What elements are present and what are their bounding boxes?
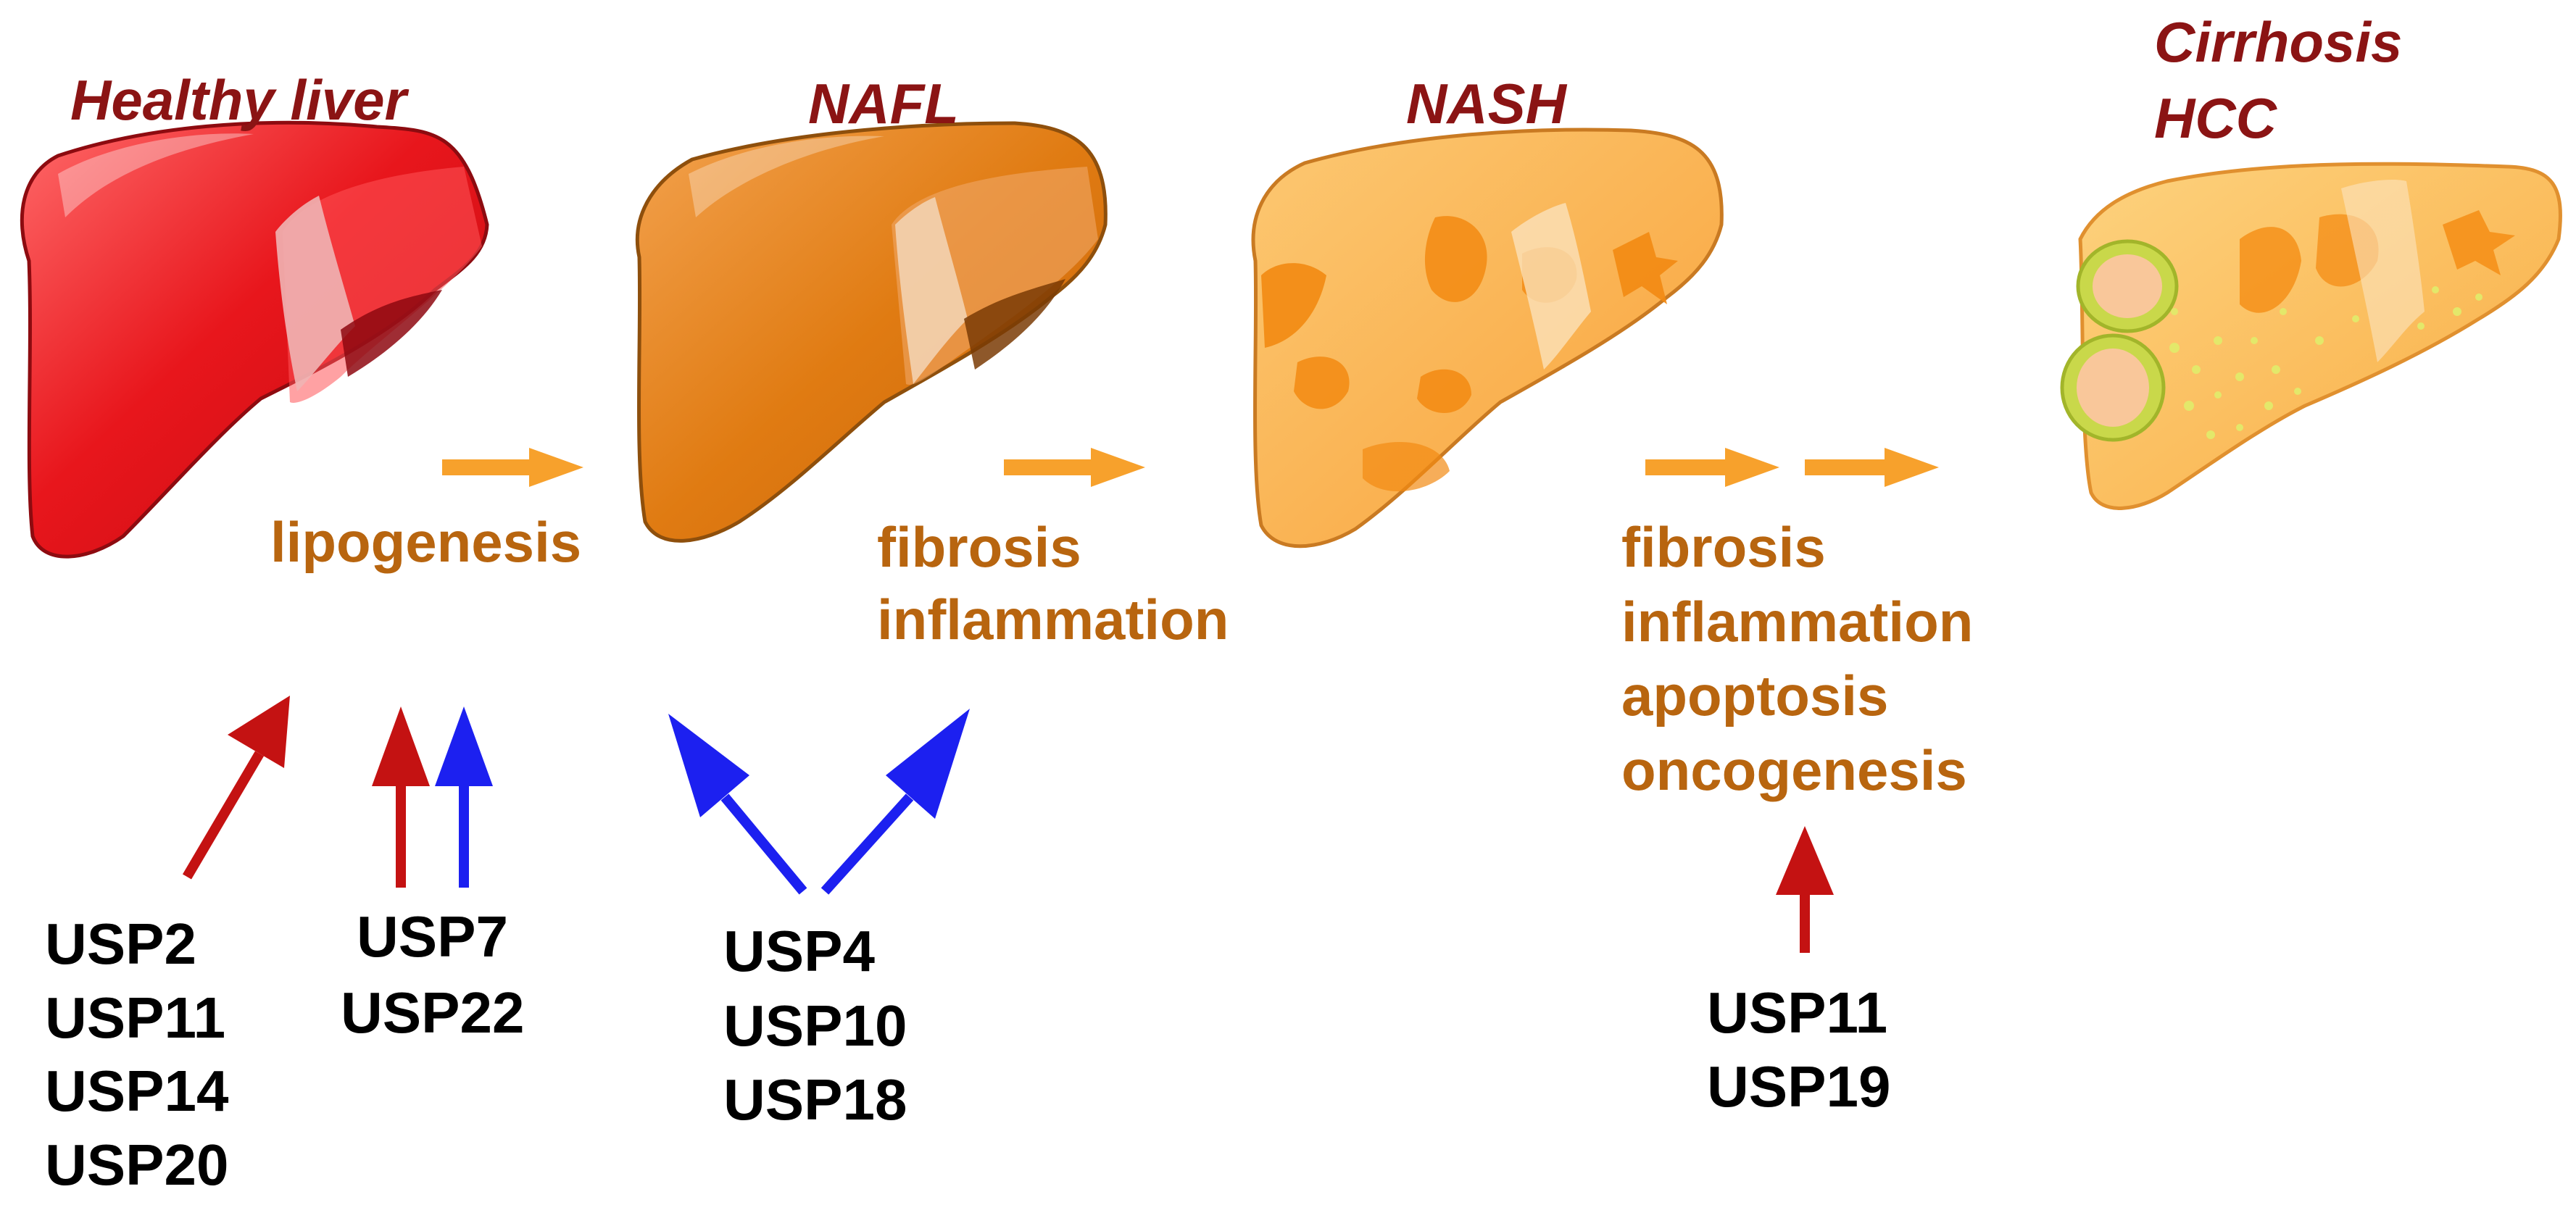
regulation-arrows — [182, 696, 1834, 953]
progression-arrow-3 — [1645, 448, 1779, 487]
progression-arrow-1 — [442, 448, 583, 487]
usp-group-nafl-inhibitors: USP4 USP10 USP18 — [723, 919, 923, 1132]
tumor-nodule-upper — [2076, 239, 2179, 333]
promoting-arrow-lipogenesis-diagonal — [182, 696, 290, 880]
usp-group-lipogenesis-dual: USP7 USP22 — [341, 904, 524, 1045]
usp-group-nash-promoters: USP11 USP19 — [1707, 980, 1903, 1119]
nash-liver-illustration — [1251, 128, 1724, 549]
nafl-liver-illustration — [635, 121, 1108, 543]
progression-arrows — [442, 448, 1939, 487]
stage-title-nash: NASH — [1406, 72, 1568, 135]
lipid-droplets — [2169, 286, 2482, 439]
stage-title-nafl: NAFL — [808, 72, 959, 135]
inhibiting-arrow-nafl-left — [668, 714, 807, 895]
tumor-nodule-lower — [2060, 333, 2166, 442]
cirrhosis-hcc-liver-illustration — [2060, 162, 2562, 510]
promoting-arrow-lipogenesis-vertical — [372, 706, 430, 888]
usp-group-lipogenesis-promoters: USP2 USP11 USP14 USP20 — [45, 912, 245, 1197]
stage-title-cirrhosis-hcc: Cirrhosis HCC — [2154, 10, 2418, 150]
healthy-liver-illustration — [20, 120, 489, 559]
inhibiting-arrow-lipogenesis-vertical — [435, 706, 493, 888]
progression-arrow-4 — [1805, 448, 1939, 487]
process-label-lipogenesis: lipogenesis — [270, 510, 581, 574]
promoting-arrow-nash — [1776, 826, 1834, 953]
process-label-nafl-to-nash: fibrosis inflammation — [877, 515, 1229, 651]
progression-arrow-2 — [1004, 448, 1145, 487]
process-label-nash-to-hcc: fibrosis inflammation apoptosis oncogene… — [1621, 515, 1989, 802]
stage-title-healthy-liver: Healthy liver — [70, 68, 410, 132]
inhibiting-arrow-nafl-right — [820, 709, 970, 895]
